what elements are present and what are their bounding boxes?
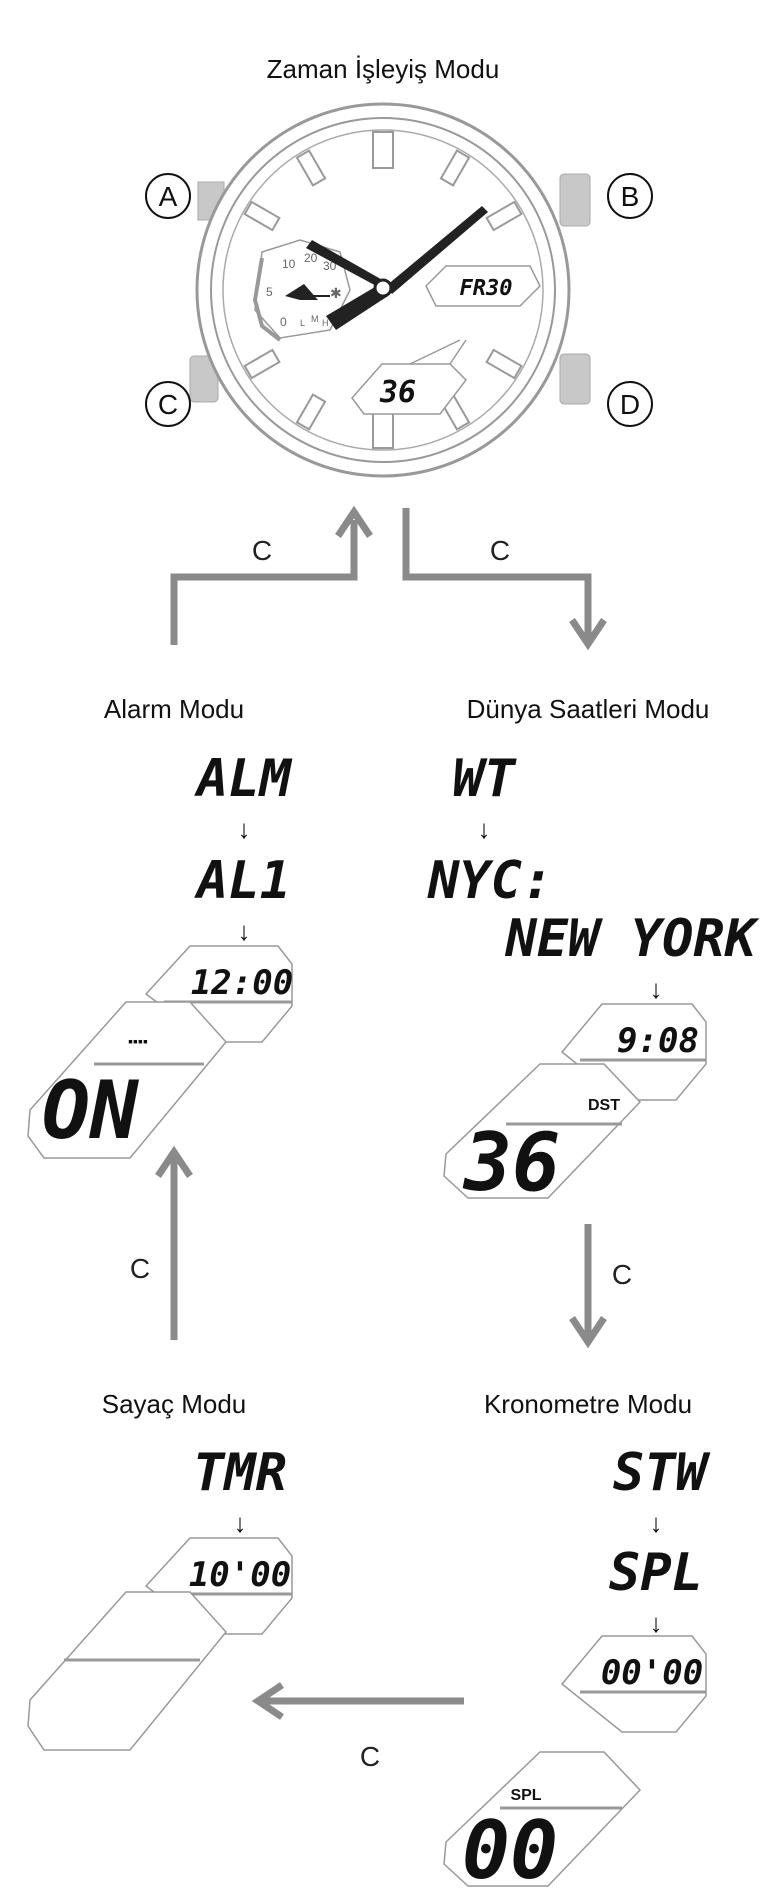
bluetooth-icon: ✱ — [330, 285, 342, 301]
alarm-arrow-2: ↓ — [238, 916, 251, 946]
button-a-label: A — [145, 173, 191, 219]
subdial-mark-l: L — [300, 318, 305, 328]
alarm-code-al1: AL1 — [194, 851, 291, 911]
stopwatch-arrow-1: ↓ — [650, 1508, 663, 1538]
stopwatch-code-stw: STW — [613, 1443, 711, 1503]
subdial-mark-0: 0 — [280, 315, 287, 329]
button-b-label: B — [607, 173, 653, 219]
world-city-name: NEW YORK — [505, 909, 760, 969]
svg-text:D: D — [620, 389, 640, 420]
world-arrow-2: ↓ — [650, 974, 663, 1004]
world-lower-display — [443, 1063, 642, 1199]
stopwatch-arrow-2: ↓ — [650, 1608, 663, 1638]
stopwatch-spl-label: SPL — [510, 1787, 541, 1804]
flow-label-timer-to-alarm: C — [130, 1253, 150, 1284]
flow-label-stopwatch-to-timer: C — [360, 1741, 380, 1772]
svg-text:C: C — [158, 389, 178, 420]
button-c-label: C — [145, 381, 191, 427]
sub-dial: 10 20 30 5 0 L M H ✱ — [252, 239, 351, 342]
stopwatch-mode-title: Kronometre Modu — [484, 1389, 692, 1419]
watch-hands — [306, 206, 488, 330]
button-d-crown — [559, 353, 591, 405]
timer-arrow-1: ↓ — [234, 1508, 247, 1538]
flow-label-timekeeping-to-world: C — [490, 535, 510, 566]
watch-illustration: 10 20 30 5 0 L M H ✱ FR30 36 — [145, 102, 653, 478]
timer-mode-title: Sayaç Modu — [102, 1389, 247, 1419]
world-lower-text: 36 — [462, 1116, 560, 1209]
world-city-code: NYC: — [427, 851, 553, 911]
day-window: FR30 — [425, 265, 541, 307]
alarm-arrow-1: ↓ — [238, 814, 251, 844]
flow-label-alarm-to-timekeeping: C — [252, 535, 272, 566]
button-d-label: D — [607, 381, 653, 427]
subdial-mark-m: M — [311, 314, 319, 324]
svg-text:B: B — [621, 181, 640, 212]
stopwatch-lower-text: 00 — [462, 1804, 558, 1896]
world-upper-text: 9:08 — [617, 1021, 699, 1061]
world-code-wt: WT — [453, 749, 517, 809]
subdial-mark-h: H — [322, 318, 329, 328]
stopwatch-code-spl: SPL — [609, 1543, 703, 1603]
subdial-mark-10: 10 — [282, 257, 296, 271]
alarm-code-alm: ALM — [194, 749, 293, 809]
second-hand-tail — [306, 240, 386, 288]
flow-label-world-to-stopwatch: C — [612, 1259, 632, 1290]
alarm-mode-title: Alarm Modu — [104, 694, 244, 724]
alarm-lower-text: ON — [42, 1064, 140, 1157]
stopwatch-lower-display — [443, 1751, 642, 1887]
button-b-crown — [559, 173, 591, 227]
world-dst-label: DST — [588, 1097, 620, 1114]
world-time-mode: Dünya Saatleri Modu WT ↓ NYC: NEW YORK ↓… — [427, 694, 760, 1209]
timekeeping-mode-title: Zaman İşleyiş Modu — [267, 54, 500, 84]
subdial-mark-5: 5 — [266, 285, 273, 299]
stopwatch-upper-text: 00'00 — [601, 1653, 703, 1693]
flow-alarm-to-timekeeping — [170, 520, 358, 645]
timer-lower-display — [27, 1591, 227, 1751]
svg-text:A: A — [159, 181, 178, 212]
subdial-mark-20: 20 — [304, 251, 318, 265]
world-time-mode-title: Dünya Saatleri Modu — [467, 694, 710, 724]
timer-code-tmr: TMR — [193, 1443, 287, 1503]
stopwatch-mode: Kronometre Modu STW ↓ SPL ↓ 00'00 SPL 00 — [443, 1389, 711, 1896]
alarm-signal-indicator: ▪▪▪▪ — [128, 1033, 148, 1049]
flow-timekeeping-to-world — [402, 508, 592, 638]
minute-hand — [386, 206, 488, 294]
stopwatch-upper-display — [560, 1635, 707, 1733]
date-window-text: 36 — [379, 375, 416, 410]
alarm-upper-text: 12:00 — [191, 963, 293, 1003]
timer-mode: Sayaç Modu TMR ↓ 10'00 — [27, 1389, 293, 1751]
alarm-mode: Alarm Modu ALM ↓ AL1 ↓ 12:00 ▪▪▪▪ ON — [27, 694, 293, 1159]
date-window: 36 — [351, 339, 467, 415]
timer-upper-text: 10'00 — [189, 1555, 291, 1595]
day-window-text: FR30 — [460, 276, 513, 301]
flow-arrows — [155, 505, 607, 1720]
world-arrow-1: ↓ — [478, 814, 491, 844]
alarm-lower-display — [27, 1001, 227, 1159]
hour-hand — [326, 284, 388, 330]
hour-markers — [243, 131, 523, 449]
